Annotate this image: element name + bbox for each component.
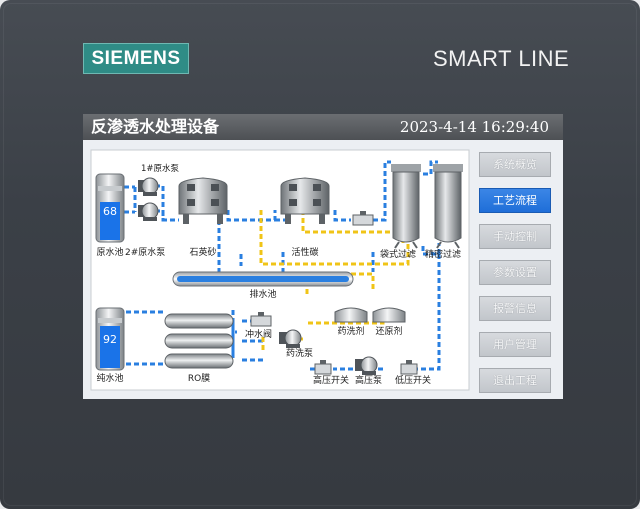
flush-valve-label: 冲水阀 bbox=[245, 328, 272, 340]
reducer-label: 还原剂 bbox=[375, 325, 402, 337]
nav-button-alarm-info[interactable]: 报警信息 bbox=[479, 296, 551, 321]
hp-switch-label: 高压开关 bbox=[313, 374, 349, 386]
wash-pump[interactable]: 药洗泵 bbox=[279, 329, 313, 359]
bag-filter: 袋式过滤 bbox=[380, 164, 421, 260]
nav-button-system-overview[interactable]: 系统概览 bbox=[479, 152, 551, 177]
page-title: 反渗透水处理设备 bbox=[91, 117, 220, 136]
reducer-tank: 还原剂 bbox=[372, 307, 406, 337]
lp-switch-label: 低压开关 bbox=[395, 374, 431, 386]
nav-button-exit-project[interactable]: 退出工程 bbox=[479, 368, 551, 393]
nav-button-user-management[interactable]: 用户管理 bbox=[479, 332, 551, 357]
drain-pool-label: 排水池 bbox=[249, 288, 276, 300]
pure-tank-level: 92 bbox=[103, 333, 117, 346]
raw-water-tank: 68 原水池 bbox=[95, 173, 125, 258]
high-pressure-switch[interactable]: 高压开关 bbox=[313, 360, 349, 386]
wash-agent-label: 药洗剂 bbox=[337, 325, 364, 337]
nav-button-manual-control[interactable]: 手动控制 bbox=[479, 224, 551, 249]
hp-pump-label: 高压泵 bbox=[355, 374, 382, 386]
low-pressure-switch[interactable]: 低压开关 bbox=[395, 360, 431, 386]
title-bar: 反渗透水处理设备 2023-4-14 16:29:40 bbox=[83, 114, 563, 140]
raw-pump-1-label: 1#原水泵 bbox=[141, 163, 180, 174]
water-lines bbox=[124, 160, 441, 371]
process-diagram: 68 原水池 1#原水泵 2#原水泵 石 bbox=[90, 149, 470, 391]
siemens-logo: SIEMENS bbox=[83, 43, 189, 74]
raw-pump-2[interactable]: 2#原水泵 bbox=[125, 202, 165, 258]
ro-membrane: RO膜 bbox=[164, 313, 234, 384]
wash-pump-label: 药洗泵 bbox=[286, 347, 313, 359]
inline-valve-1[interactable] bbox=[352, 211, 374, 226]
wash-agent-tank: 药洗剂 bbox=[334, 307, 368, 337]
raw-pump-2-label: 2#原水泵 bbox=[125, 246, 165, 258]
activated-carbon-label: 活性碳 bbox=[291, 246, 318, 258]
raw-tank-level: 68 bbox=[103, 205, 117, 218]
activated-carbon-filter: 活性碳 bbox=[280, 177, 330, 258]
bag-filter-label: 袋式过滤 bbox=[380, 248, 416, 260]
drain-pool: 排水池 bbox=[172, 271, 354, 300]
pure-tank-label: 纯水池 bbox=[96, 372, 123, 384]
pure-water-tank: 92 纯水池 bbox=[95, 307, 125, 384]
ro-membrane-label: RO膜 bbox=[188, 373, 210, 384]
model-label: SMART LINE bbox=[433, 46, 570, 71]
precision-filter: 精密过滤 bbox=[425, 164, 463, 260]
datetime-display: 2023-4-14 16:29:40 bbox=[399, 118, 549, 136]
nav-button-parameter-settings[interactable]: 参数设置 bbox=[479, 260, 551, 285]
precision-filter-label: 精密过滤 bbox=[425, 248, 461, 260]
hmi-screen: 反渗透水处理设备 2023-4-14 16:29:40 bbox=[83, 114, 563, 399]
quartz-sand-label: 石英砂 bbox=[189, 246, 216, 258]
flush-valve[interactable]: 冲水阀 bbox=[245, 312, 272, 340]
raw-pump-1[interactable]: 1#原水泵 bbox=[138, 163, 180, 196]
raw-tank-label: 原水池 bbox=[96, 246, 123, 258]
nav-button-process-flow[interactable]: 工艺流程 bbox=[479, 188, 551, 213]
high-pressure-pump[interactable]: 高压泵 bbox=[355, 356, 382, 386]
quartz-sand-filter: 石英砂 bbox=[178, 177, 228, 258]
